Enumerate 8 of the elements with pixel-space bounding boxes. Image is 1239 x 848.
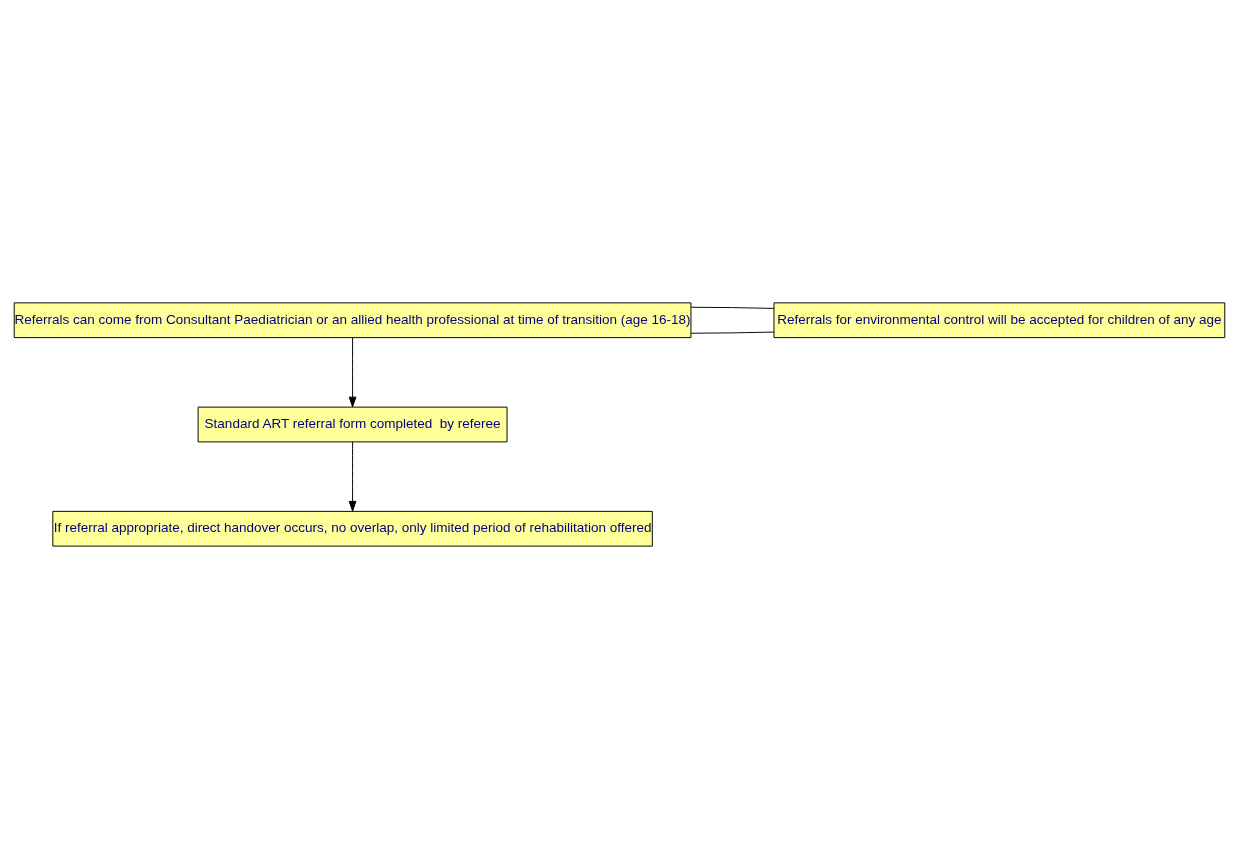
- node-box: If referral appropriate, direct handover occurs, no overlap, only limited period of rehabilitation offered: [52, 510, 653, 547]
- node-box: Referrals for environmental control will be accepted for children of any age: [773, 301, 1226, 338]
- connector: [690, 331, 775, 334]
- arrow: [348, 336, 357, 407]
- node-box: Standard ART referral form completed by referee: [197, 406, 508, 442]
- node-box: Referrals can come from Consultant Paediatrician or an allied health professional at time of transition (age 16-18): [13, 301, 692, 338]
- arrow: [348, 440, 357, 512]
- connector: [690, 306, 775, 309]
